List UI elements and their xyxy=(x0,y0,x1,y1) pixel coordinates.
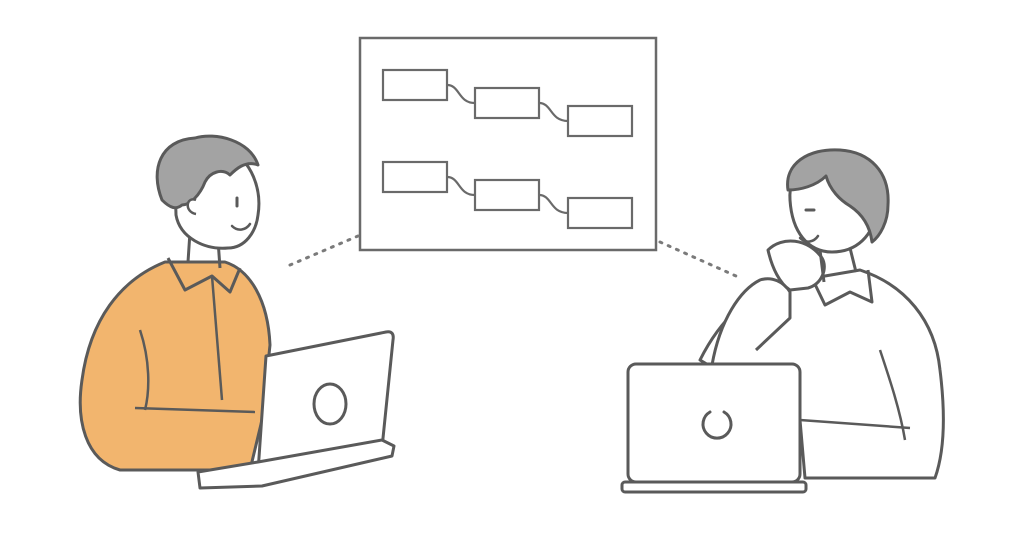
left-laptop xyxy=(196,330,396,490)
diagram-box xyxy=(473,86,541,120)
diagram-box xyxy=(566,104,634,138)
circle-logo-icon xyxy=(312,382,348,426)
diagram-connector xyxy=(446,83,476,105)
right-person-collar xyxy=(810,269,874,307)
diagram-connector xyxy=(538,101,569,123)
right-person xyxy=(620,148,945,494)
diagram-box xyxy=(381,68,449,102)
loading-ring-icon xyxy=(701,410,733,440)
diagram-connector xyxy=(446,175,476,197)
diagram-connector xyxy=(538,193,569,215)
left-laptop-screen xyxy=(256,330,395,474)
diagram-box xyxy=(381,160,449,194)
diagram-box xyxy=(566,196,634,230)
left-person-hair xyxy=(155,134,260,210)
left-laptop-base xyxy=(196,438,396,490)
diagram-box xyxy=(473,178,541,212)
flow-diagram-board xyxy=(358,36,658,252)
right-laptop-base xyxy=(620,480,808,494)
dotted-line-right xyxy=(658,240,738,278)
right-laptop xyxy=(620,362,808,494)
dotted-line-left xyxy=(288,234,360,267)
right-person-hair xyxy=(786,148,890,244)
left-person xyxy=(78,134,396,490)
right-laptop-screen xyxy=(626,362,802,484)
left-person-shirt xyxy=(78,260,272,472)
